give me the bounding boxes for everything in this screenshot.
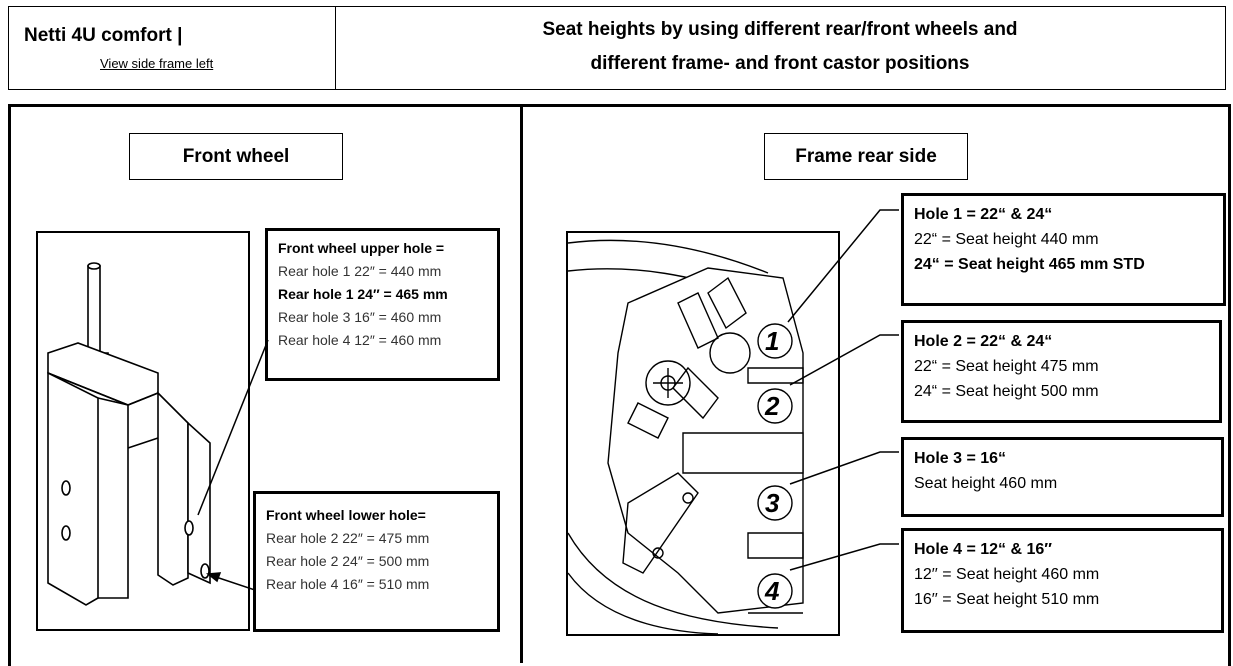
front-fork-drawing	[47, 262, 211, 606]
header-product-cell: Netti 4U comfort | View side frame left	[8, 6, 336, 90]
hole-2-heading: Hole 2 = 22“ & 24“	[914, 333, 1053, 350]
hole-2-box: Hole 2 = 22“ & 24“ 22“ = Seat height 475…	[901, 320, 1222, 423]
hole-2-line: 24“ = Seat height 500 mm	[914, 383, 1099, 400]
hole-1-line: 24“ = Seat height 465 mm STD	[914, 256, 1145, 273]
header-title-cell: Seat heights by using different rear/fro…	[335, 6, 1226, 90]
content-frame	[8, 104, 1231, 666]
hole-3-box: Hole 3 = 16“ Seat height 460 mm	[901, 437, 1224, 517]
hole-2-line: 22“ = Seat height 475 mm	[914, 358, 1099, 375]
upper-hole-line: Rear hole 3 16″ = 460 mm	[278, 309, 442, 325]
lower-hole-line: Rear hole 4 16″ = 510 mm	[266, 576, 430, 592]
front-wheel-label: Front wheel	[129, 133, 343, 180]
hole-4-heading: Hole 4 = 12“ & 16′′	[914, 541, 1052, 558]
upper-hole-line: Rear hole 1 22″ = 440 mm	[278, 263, 442, 279]
hole-number-1: 1	[765, 326, 780, 356]
hole-1-box: Hole 1 = 22“ & 24“ 22“ = Seat height 440…	[901, 193, 1226, 306]
hole-4-line: 12′′ = Seat height 460 mm	[914, 566, 1100, 583]
front-wheel-lower-hole-box: Front wheel lower hole= Rear hole 2 22″ …	[253, 491, 500, 632]
lower-hole-line: Rear hole 2 22″ = 475 mm	[266, 530, 430, 546]
page-title-line-2: different frame- and front castor positi…	[590, 53, 970, 74]
hole-4-line: 16′′ = Seat height 510 mm	[914, 591, 1100, 608]
rear-frame-illustration	[566, 231, 840, 636]
hole-1-heading: Hole 1 = 22“ & 24“	[914, 206, 1053, 223]
front-fork-illustration	[36, 231, 250, 631]
panel-divider	[520, 104, 523, 663]
lower-hole-heading: Front wheel lower hole=	[266, 507, 426, 523]
hole-4-box: Hole 4 = 12“ & 16′′ 12′′ = Seat height 4…	[901, 528, 1224, 633]
hole-number-2: 2	[765, 391, 780, 421]
hole-1-line: 22“ = Seat height 440 mm	[914, 231, 1099, 248]
front-wheel-upper-hole-box: Front wheel upper hole = Rear hole 1 22″…	[265, 228, 500, 381]
upper-hole-line: Rear hole 1 24″ = 465 mm	[278, 286, 448, 302]
rear-frame-drawing	[568, 239, 804, 634]
lower-hole-line: Rear hole 2 24″ = 500 mm	[266, 553, 430, 569]
frame-rear-side-label: Frame rear side	[764, 133, 968, 180]
page-title-line-1: Seat heights by using different rear/fro…	[542, 19, 1018, 40]
hole-3-heading: Hole 3 = 16“	[914, 450, 1007, 467]
hole-number-4: 4	[765, 576, 780, 606]
hole-number-3: 3	[765, 488, 780, 518]
hole-3-line: Seat height 460 mm	[914, 475, 1058, 492]
product-title: Netti 4U comfort |	[24, 25, 183, 46]
upper-hole-line: Rear hole 4 12″ = 460 mm	[278, 332, 442, 348]
view-side-frame-left-link[interactable]: View side frame left	[100, 56, 214, 71]
upper-hole-heading: Front wheel upper hole =	[278, 240, 445, 256]
